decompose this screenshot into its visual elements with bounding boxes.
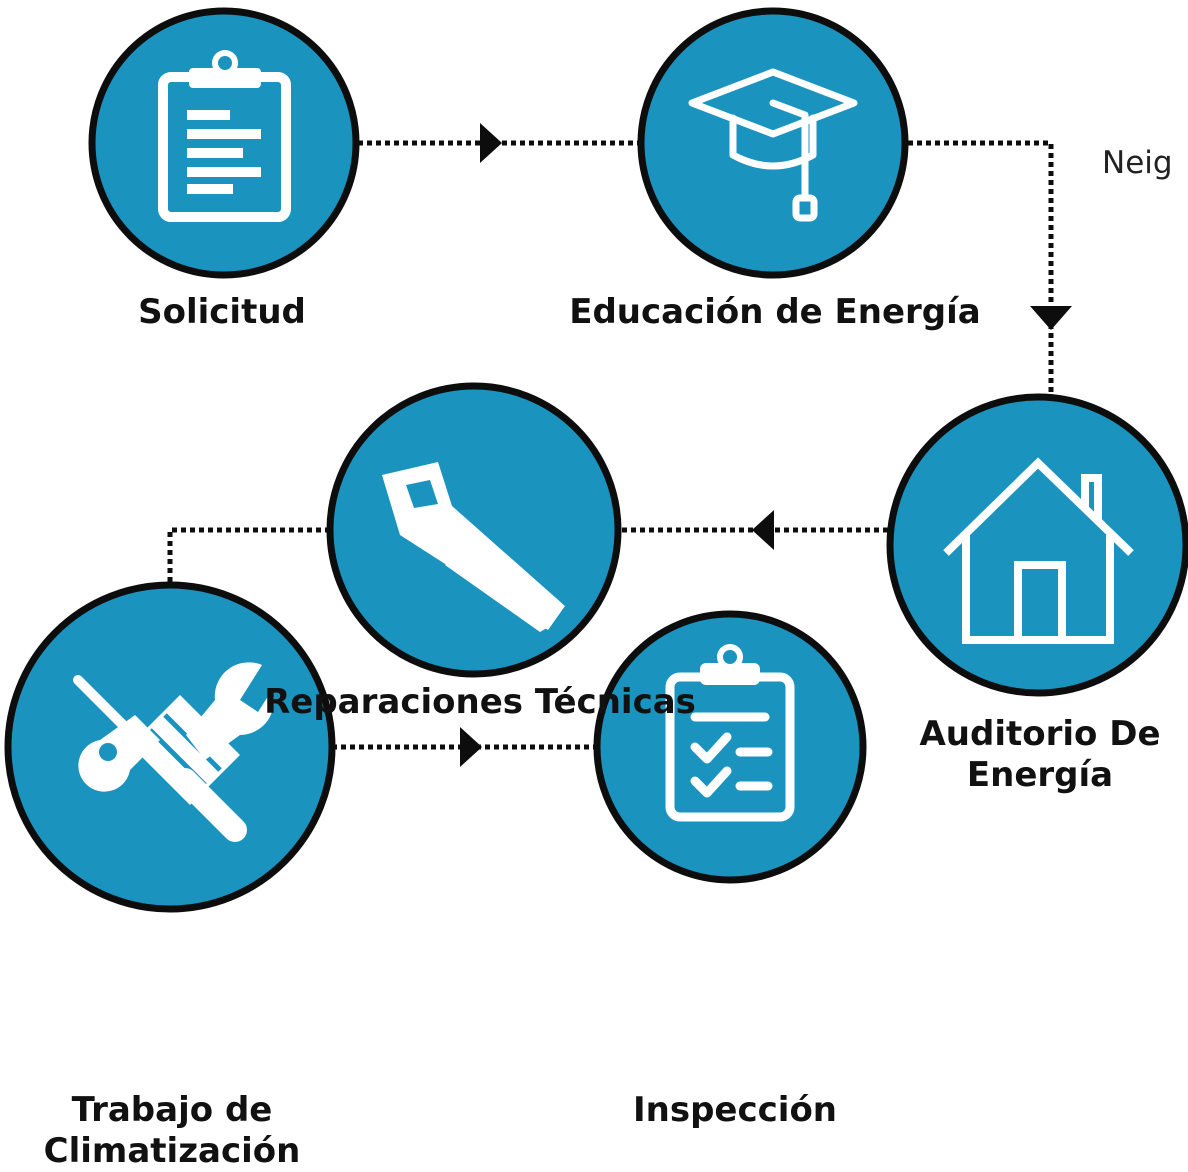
side-text-fragment: Neig	[1102, 145, 1173, 181]
arrow-right-icon	[480, 123, 502, 163]
step-circle-educacion	[637, 7, 909, 279]
step-label-reparaciones: Reparaciones Técnicas	[264, 682, 696, 722]
checklist-clipboard-icon	[665, 644, 795, 822]
step-label-trabajo: Trabajo de Climatización	[44, 1090, 301, 1172]
saw-icon	[382, 462, 565, 632]
step-circle-inspeccion	[593, 610, 867, 884]
step-circle-auditorio	[886, 393, 1188, 697]
graduation-cap-icon	[688, 68, 858, 222]
step-label-trabajo-line2: Climatización	[43, 1130, 301, 1171]
arrow-left-icon	[752, 510, 774, 550]
step-label-auditorio-line1: Auditorio De	[919, 714, 1161, 754]
step-label-solicitud: Solicitud	[138, 292, 306, 332]
arrow-down-icon	[1030, 306, 1072, 330]
step-label-auditorio-line2: Energía	[966, 754, 1114, 795]
step-label-inspeccion: Inspección	[632, 1090, 838, 1130]
step-label-educacion: Educación de Energía	[569, 292, 981, 332]
arrow-right-icon	[460, 727, 482, 767]
step-label-auditorio: Auditorio De Energía	[919, 714, 1160, 796]
step-label-trabajo-line1: Trabajo de	[71, 1090, 273, 1130]
clipboard-icon	[158, 50, 291, 222]
screwdriver-wrench-icon	[73, 662, 274, 842]
connector-educacion-auditorio	[908, 140, 1054, 410]
house-icon	[943, 457, 1134, 644]
